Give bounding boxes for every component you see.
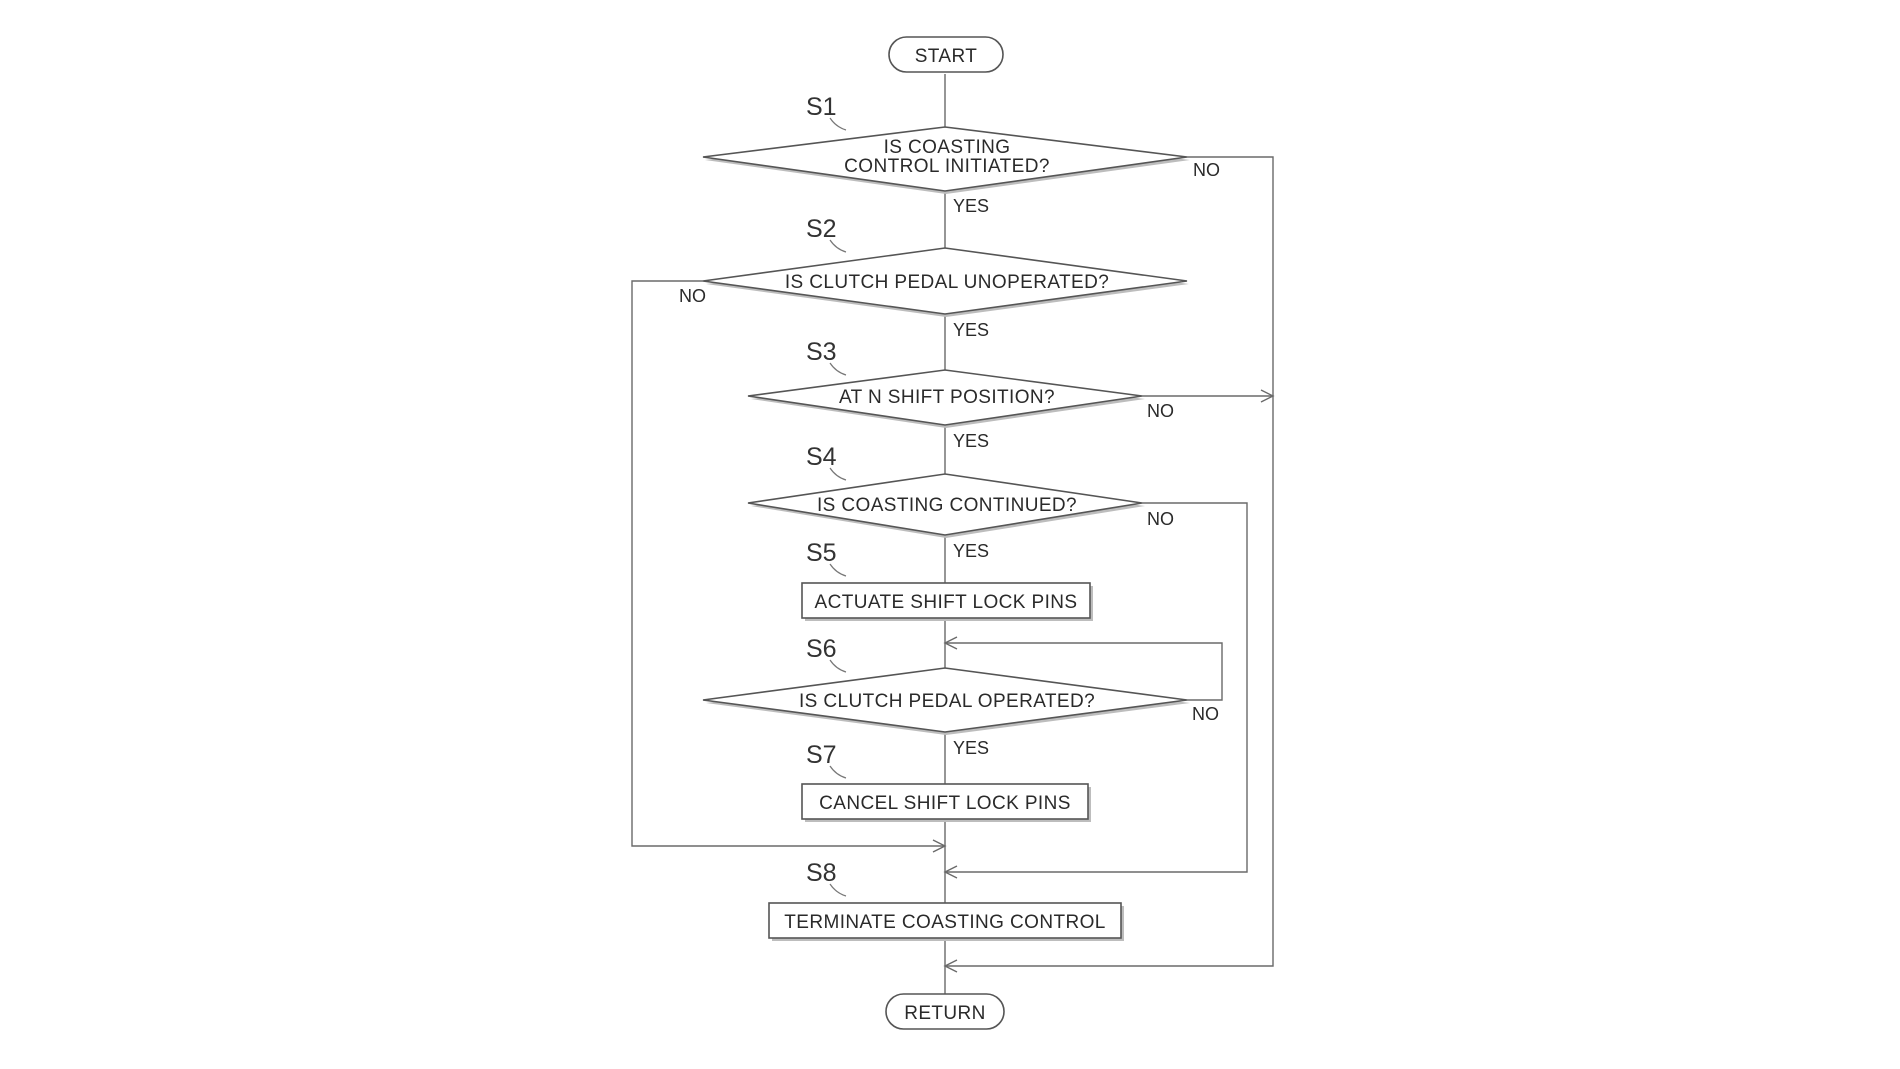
return-terminal: RETURN bbox=[885, 993, 1005, 1030]
s6-yes-label: YES bbox=[953, 738, 989, 758]
s1-question-line-2: CONTROL INITIATED? bbox=[844, 156, 1050, 177]
decision-s1: IS COASTING CONTROL INITIATED? S1 YES NO bbox=[702, 93, 1220, 216]
s6-no-label: NO bbox=[1192, 704, 1219, 724]
decision-s3: AT N SHIFT POSITION? S3 YES NO bbox=[747, 338, 1174, 451]
s3-question: AT N SHIFT POSITION? bbox=[839, 387, 1055, 408]
decision-s6: IS CLUTCH PEDAL OPERATED? S6 YES NO bbox=[702, 635, 1219, 758]
s5-step-label: S5 bbox=[806, 539, 837, 567]
s2-question: IS CLUTCH PEDAL UNOPERATED? bbox=[785, 272, 1109, 293]
s1-question-line-1: IS COASTING bbox=[884, 137, 1011, 158]
start-terminal: START bbox=[888, 36, 1004, 73]
s5-action: ACTUATE SHIFT LOCK PINS bbox=[815, 592, 1078, 613]
branch-connectors bbox=[631, 156, 1275, 973]
s3-no-label: NO bbox=[1147, 401, 1174, 421]
s2-step-label: S2 bbox=[806, 215, 837, 243]
s8-action: TERMINATE COASTING CONTROL bbox=[784, 912, 1105, 933]
s4-yes-label: YES bbox=[953, 541, 989, 561]
s3-step-label: S3 bbox=[806, 338, 837, 366]
process-s7: CANCEL SHIFT LOCK PINS S7 bbox=[801, 741, 1091, 822]
s6-question: IS CLUTCH PEDAL OPERATED? bbox=[799, 691, 1095, 712]
s7-step-label: S7 bbox=[806, 741, 837, 769]
s7-action: CANCEL SHIFT LOCK PINS bbox=[819, 793, 1071, 814]
s4-question: IS COASTING CONTINUED? bbox=[817, 495, 1077, 516]
decision-s2: IS CLUTCH PEDAL UNOPERATED? S2 YES NO bbox=[679, 215, 1189, 340]
s1-no-label: NO bbox=[1193, 160, 1220, 180]
s1-yes-label: YES bbox=[953, 196, 989, 216]
process-s8: TERMINATE COASTING CONTROL S8 bbox=[768, 859, 1124, 941]
decision-s4: IS COASTING CONTINUED? S4 YES NO bbox=[747, 443, 1174, 561]
s2-yes-label: YES bbox=[953, 320, 989, 340]
s2-no-label: NO bbox=[679, 286, 706, 306]
s3-yes-label: YES bbox=[953, 431, 989, 451]
process-s5: ACTUATE SHIFT LOCK PINS S5 bbox=[801, 539, 1093, 621]
s1-step-label: S1 bbox=[806, 93, 837, 121]
s4-step-label: S4 bbox=[806, 443, 837, 471]
start-label: START bbox=[915, 46, 978, 67]
return-label: RETURN bbox=[904, 1003, 986, 1024]
s8-step-label: S8 bbox=[806, 859, 837, 887]
s6-step-label: S6 bbox=[806, 635, 837, 663]
s4-no-label: NO bbox=[1147, 509, 1174, 529]
